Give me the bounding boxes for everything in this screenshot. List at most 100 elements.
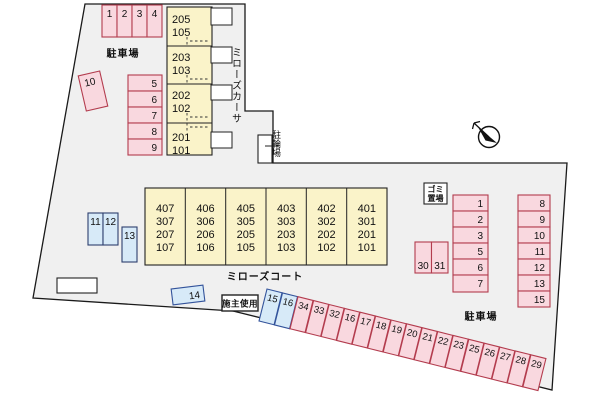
slot-number: 23 — [452, 339, 465, 352]
north-arrow-icon — [471, 120, 501, 149]
slot-number: 15 — [266, 292, 279, 305]
unit-number: 303 — [277, 216, 295, 228]
slot-number: 28 — [514, 354, 527, 367]
compass-barb — [473, 120, 481, 124]
parking-slot — [289, 296, 314, 334]
slot-number: 7 — [477, 279, 483, 290]
garbage-label-1: ゴミ — [428, 184, 444, 194]
building-notch — [210, 7, 233, 26]
unit-number: 102 — [317, 242, 335, 254]
parking-slot — [517, 194, 551, 212]
slot-number: 31 — [434, 261, 446, 272]
slot-number: 2 — [122, 9, 128, 20]
bicycle-parking: 駐輪場 — [257, 129, 281, 164]
slot-number: 20 — [406, 327, 419, 340]
unit-number: 202 — [172, 90, 190, 102]
parking-slot — [444, 334, 469, 372]
bicycle-parking-box — [257, 134, 273, 164]
parking-slot — [430, 241, 449, 274]
unit-number: 202 — [317, 229, 335, 241]
parking-slot — [121, 226, 138, 263]
unit-number: 101 — [358, 242, 376, 254]
left-building: 205 105 203 103 202 102 201 101 — [166, 6, 233, 157]
slot-number: 8 — [539, 199, 545, 210]
parking-slot — [522, 354, 547, 392]
unit-number: 107 — [156, 242, 174, 254]
slot-number: 21 — [421, 331, 434, 344]
left-building-body — [166, 6, 213, 156]
parking-nw-label: 駐車場 — [107, 47, 140, 60]
slot-number: 8 — [151, 127, 157, 138]
unit-number: 205 — [172, 14, 190, 26]
nw-angled-slot: 10 — [77, 70, 109, 112]
slot-number: 17 — [359, 316, 372, 329]
owner-use-label: 施主使用 — [222, 299, 258, 309]
slot-number: 11 — [90, 217, 101, 228]
slot-number: 2 — [477, 215, 483, 226]
parking-slot — [127, 138, 163, 156]
diagonal-parking-row: 15 16 34 33 32 16 17 18 19 20 21 22 23 2… — [258, 288, 547, 392]
unit-number: 203 — [277, 229, 295, 241]
slot-number: 18 — [375, 320, 388, 333]
parking-slot — [506, 350, 532, 388]
unit-number: 201 — [358, 229, 376, 241]
slot-number: 22 — [437, 335, 450, 348]
unit-number: 401 — [358, 203, 376, 215]
garbage-box — [423, 182, 448, 205]
parking-slot — [146, 4, 163, 38]
slot-number: 3 — [477, 231, 483, 242]
slot-number: 1 — [477, 199, 483, 210]
slot-number: 4 — [152, 9, 158, 20]
slot-number: 13 — [534, 279, 546, 290]
left-building-name: ミローズカーサ — [230, 47, 242, 124]
slot-number: 3 — [137, 9, 143, 20]
slot-number: 34 — [297, 300, 310, 313]
parking-slot — [170, 284, 206, 306]
slot-number: 14 — [188, 290, 201, 302]
compass-barb — [471, 122, 475, 130]
unit-number: 403 — [277, 203, 295, 215]
unit-number: 306 — [196, 216, 214, 228]
slot-number: 19 — [390, 323, 403, 336]
slot-number: 12 — [534, 263, 546, 274]
parking-slot — [77, 70, 109, 112]
east-column-a: 1 2 3 5 6 7 — [452, 194, 489, 293]
unit-number: 105 — [237, 242, 255, 254]
slot-number: 7 — [151, 111, 157, 122]
slot-number: 33 — [313, 304, 326, 317]
compass-needle-blade — [478, 127, 497, 143]
unit-number: 205 — [237, 229, 255, 241]
slot-number: 16 — [344, 312, 357, 325]
unit-number: 405 — [237, 203, 255, 215]
unit-number: 101 — [172, 145, 190, 157]
east-column-b: 8 9 10 11 12 13 15 — [517, 194, 551, 308]
nw-parking-column: 5 6 7 8 9 — [127, 74, 163, 156]
slot-number: 13 — [124, 231, 136, 242]
slot-number: 26 — [483, 347, 496, 360]
parking-slot — [517, 290, 551, 308]
nw-parking-row: 1 2 3 4 — [101, 4, 163, 38]
unit-number: 103 — [172, 65, 190, 77]
building-notch — [210, 84, 233, 101]
unit-number: 301 — [358, 216, 376, 228]
bicycle-parking-label: 駐輪場 — [271, 129, 281, 158]
slot-number: 6 — [151, 95, 157, 106]
building-notch — [210, 46, 233, 64]
unit-number: 305 — [237, 216, 255, 228]
parking-slot — [102, 212, 119, 246]
garbage-label-2: 置場 — [428, 193, 444, 203]
parking-slot — [452, 274, 489, 293]
slot-number: 10 — [534, 231, 546, 242]
parking-slot — [517, 210, 551, 228]
owner-slot: 14 — [170, 284, 206, 306]
building-notch — [210, 131, 233, 149]
unit-number: 105 — [172, 27, 190, 39]
west-blue-slots: 11 12 13 — [87, 212, 138, 263]
slot-number: 10 — [83, 76, 97, 89]
slot-number: 6 — [477, 263, 483, 274]
parking-slot — [366, 315, 392, 353]
owner-use-box — [221, 294, 259, 312]
unit-number: 406 — [196, 203, 214, 215]
